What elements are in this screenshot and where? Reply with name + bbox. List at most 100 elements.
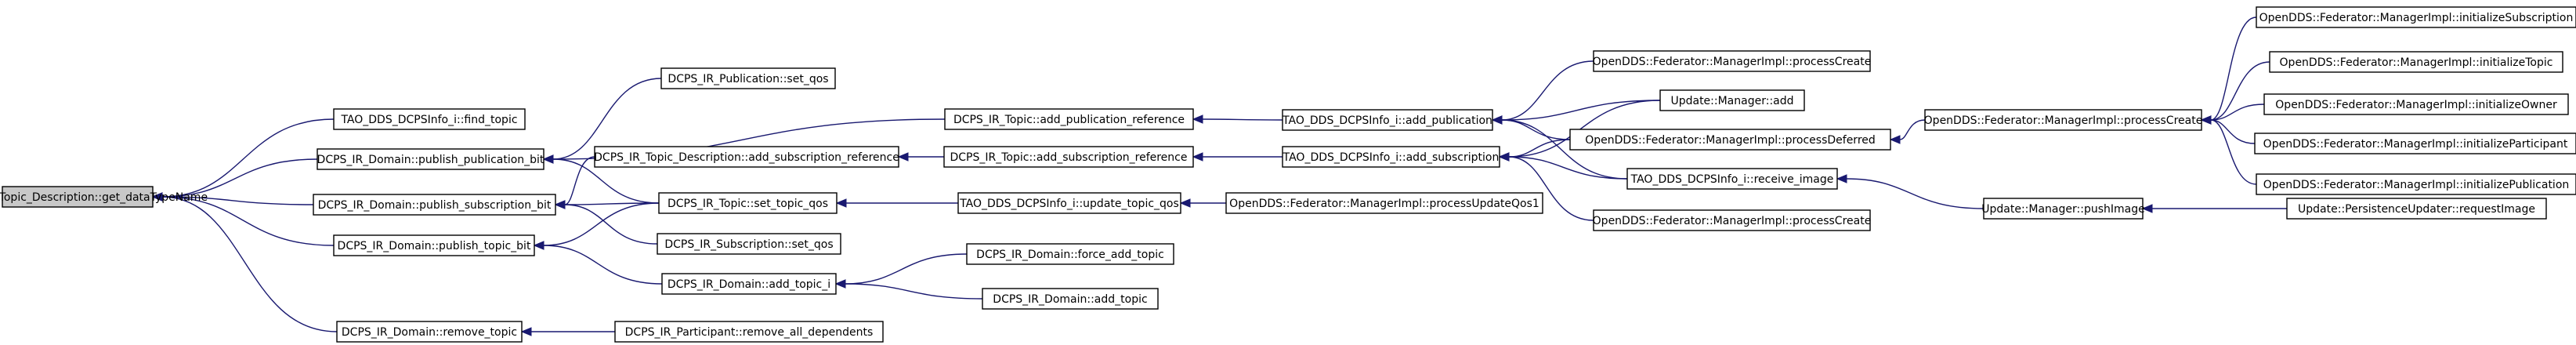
graph-node[interactable]: DCPS_IR_Domain::remove_topic: [336, 321, 523, 343]
graph-node[interactable]: TAO_DDS_DCPSInfo_i::receive_image: [1626, 168, 1838, 190]
call-edge: [2210, 119, 2256, 144]
node-box: [333, 108, 526, 130]
call-edge: [564, 202, 660, 205]
graph-node[interactable]: DCPS_IR_Participant::remove_all_dependen…: [614, 321, 884, 343]
call-edge: [2210, 104, 2265, 121]
graph-node[interactable]: DCPS_IR_Domain::publish_publication_bit: [317, 148, 545, 170]
node-box: [966, 243, 1174, 265]
node-box: [317, 148, 545, 170]
node-box: [2286, 198, 2547, 220]
call-graph-edges: [151, 16, 2287, 336]
node-box: [943, 146, 1194, 168]
node-label: Update::PersistenceUpdater::requestImage: [2298, 203, 2535, 216]
graph-node[interactable]: Update::Manager::pushImage: [1981, 198, 2145, 220]
graph-node[interactable]: DCPS_IR_Domain::publish_subscription_bit: [313, 194, 556, 216]
call-edge: [543, 245, 663, 285]
node-box: [660, 67, 836, 89]
graph-node[interactable]: OpenDDS::Federator::ManagerImpl::process…: [1225, 192, 1543, 214]
node-box: [1593, 209, 1871, 231]
node-label: OpenDDS::Federator::ManagerImpl::initial…: [2280, 56, 2553, 69]
call-edge: [1508, 156, 1594, 221]
node-box: [1593, 50, 1871, 72]
graph-node[interactable]: DCPS_IR_Publication::set_qos: [660, 67, 836, 89]
call-edge: [1501, 119, 1571, 140]
graph-node[interactable]: DCPS_IR_Topic::add_subscription_referenc…: [943, 146, 1194, 168]
node-label: TAO_DDS_DCPSInfo_i::add_subscription: [1283, 151, 1500, 164]
node-box: [614, 321, 884, 343]
node-box: [594, 146, 899, 168]
graph-node[interactable]: DCPS_IR_Domain::add_topic: [982, 288, 1159, 310]
call-edge: [1508, 156, 1628, 180]
node-label: OpenDDS::Federator::ManagerImpl::initial…: [2263, 179, 2570, 191]
node-label: OpenDDS::Federator::ManagerImpl::initial…: [2275, 99, 2557, 111]
node-box: [2269, 51, 2563, 73]
call-edge: [1501, 119, 1628, 180]
graph-node[interactable]: TAO_DDS_DCPSInfo_i::add_publication: [1282, 109, 1493, 131]
graph-node[interactable]: OpenDDS::Federator::ManagerImpl::process…: [1593, 209, 1872, 231]
arrow-head-icon: [2141, 204, 2153, 213]
node-box: [1924, 109, 2202, 131]
node-box: [2256, 6, 2576, 28]
graph-node[interactable]: OpenDDS::Federator::ManagerImpl::initial…: [2269, 51, 2563, 73]
node-box: [1659, 89, 1805, 111]
graph-node[interactable]: OpenDDS::Federator::ManagerImpl::process…: [1593, 50, 1872, 72]
node-box: [2254, 133, 2576, 154]
node-label: DCPS_IR_Topic::set_topic_qos: [668, 198, 828, 210]
node-label: DCPS_IR_Domain::publish_topic_bit: [338, 240, 531, 252]
call-edge: [543, 202, 660, 246]
node-box: [658, 192, 838, 214]
graph-node[interactable]: DCPS_IR_Subscription::set_qos: [657, 233, 841, 255]
graph-node[interactable]: OpenDDS::Federator::ManagerImpl::initial…: [2256, 173, 2576, 195]
node-label: TAO_DDS_DCPSInfo_i::update_topic_qos: [959, 198, 1179, 210]
node-box: [2256, 173, 2576, 195]
call-edge: [2210, 16, 2257, 121]
call-edge: [161, 158, 318, 198]
arrow-head-icon: [1192, 152, 1203, 162]
node-box: [313, 194, 556, 216]
node-label: DCPS_IR_Domain::add_topic: [993, 293, 1147, 306]
arrow-head-icon: [1836, 174, 1847, 183]
node-label: DCPS_IR_Domain::add_topic_i: [668, 278, 830, 291]
graph-node[interactable]: TAO_DDS_DCPSInfo_i::update_topic_qos: [957, 192, 1181, 214]
node-box: [1282, 109, 1493, 131]
graph-node[interactable]: OpenDDS::Federator::ManagerImpl::process…: [1569, 129, 1891, 151]
graph-node[interactable]: OpenDDS::Federator::ManagerImpl::process…: [1924, 109, 2203, 131]
node-label: TAO_DDS_DCPSInfo_i::find_topic: [340, 114, 517, 126]
node-box: [1983, 198, 2144, 220]
node-box: [657, 233, 841, 255]
node-label: DCPS_IR_Domain::force_add_topic: [976, 249, 1164, 261]
call-edge: [845, 253, 968, 285]
graph-node[interactable]: OpenDDS::Federator::ManagerImpl::initial…: [2254, 133, 2576, 154]
node-box: [661, 273, 837, 295]
node-label: DCPS_IR_Domain::publish_publication_bit: [317, 154, 545, 166]
graph-node[interactable]: DCPS_IR_Domain::add_topic_i: [661, 273, 837, 295]
node-label: DCPS_IR_Topic::add_subscription_referenc…: [950, 151, 1188, 164]
call-edge: [1899, 119, 1926, 140]
node-box: [982, 288, 1159, 310]
arrow-head-icon: [1498, 152, 1510, 162]
node-box: [333, 234, 535, 256]
graph-node[interactable]: DCPS_IR_Topic::add_publication_reference: [944, 108, 1194, 130]
graph-node[interactable]: DCPS_IR_Topic::set_topic_qos: [658, 192, 838, 214]
graph-node[interactable]: TAO_DDS_DCPSInfo_i::find_topic: [333, 108, 526, 130]
node-box: [336, 321, 523, 343]
call-edge: [1202, 118, 1283, 121]
node-label: DCPS_IR_Domain::publish_subscription_bit: [318, 199, 552, 212]
graph-node[interactable]: DCPS_IR_Domain::force_add_topic: [966, 243, 1174, 265]
graph-node[interactable]: OpenDDS::Federator::ManagerImpl::initial…: [2263, 93, 2569, 115]
call-edge: [552, 158, 660, 204]
node-label: DCPS_IR_Publication::set_qos: [668, 73, 828, 85]
node-label: TAO_DDS_DCPSInfo_i::add_publication: [1282, 114, 1492, 127]
graph-node[interactable]: Update::PersistenceUpdater::requestImage: [2286, 198, 2547, 220]
node-label: DCPS_IR_Domain::remove_topic: [342, 326, 517, 339]
graph-node[interactable]: DCPS_IR_Domain::publish_topic_bit: [333, 234, 535, 256]
node-label: TAO_DDS_DCPSInfo_i::receive_image: [1630, 173, 1834, 186]
arrow-head-icon: [533, 241, 545, 250]
graph-node[interactable]: TAO_DDS_DCPSInfo_i::add_subscription: [1282, 146, 1500, 168]
arrow-head-icon: [835, 198, 847, 208]
graph-node[interactable]: OpenDDS::Federator::ManagerImpl::initial…: [2256, 6, 2576, 28]
arrow-head-icon: [2200, 115, 2212, 125]
graph-node[interactable]: Update::Manager::add: [1659, 89, 1805, 111]
node-box: [1569, 129, 1891, 151]
graph-node[interactable]: DCPS_IR_Topic_Description::add_subscript…: [594, 146, 899, 168]
